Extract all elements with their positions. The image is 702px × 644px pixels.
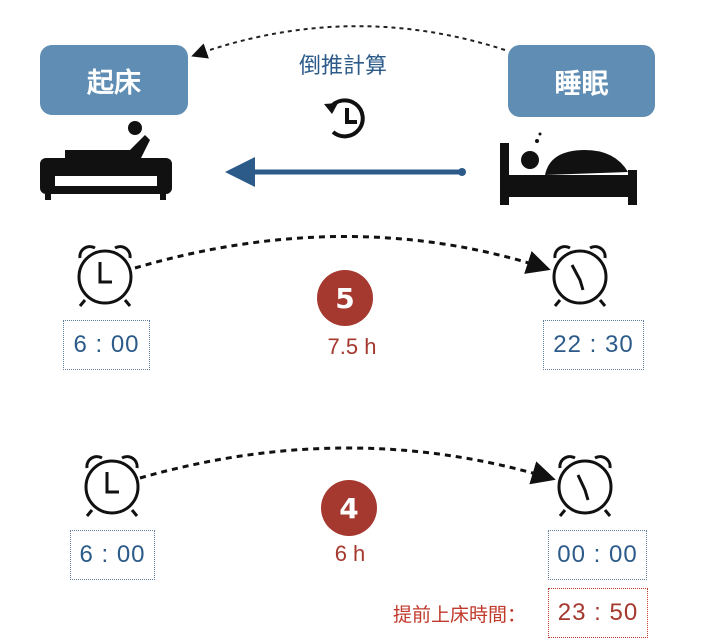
alarm-clock-icon: [84, 455, 140, 517]
back-calc-arrow: [191, 25, 506, 59]
row2-arrow: [139, 446, 556, 485]
early-bed-label: 提前上床時間：: [393, 604, 527, 626]
sleep-time-box: 22 : 30: [543, 320, 644, 370]
wake-time-box: 6 : 00: [70, 530, 155, 580]
alarm-clock-icon: [552, 245, 608, 307]
sofa-person-icon: [40, 121, 172, 200]
row1-arrow: [134, 235, 551, 274]
wake-tag: 起床: [40, 45, 188, 115]
sleep-time-box: 00 : 00: [548, 530, 647, 580]
duration-label: 6 h: [334, 541, 366, 566]
alarm-clock-icon: [557, 455, 613, 517]
history-icon: [324, 98, 365, 139]
early-bed-time-box: 23 : 50: [548, 588, 648, 638]
cycle-count-badge: 5: [317, 270, 373, 326]
cycle-count-badge: 4: [321, 480, 377, 536]
bed-sleeping-icon: [500, 132, 637, 205]
duration-label: 7.5 h: [327, 334, 377, 359]
back-calc-label: 倒推計算: [298, 54, 387, 79]
wake-time-box: 6 : 00: [63, 320, 150, 370]
alarm-clock-icon: [77, 245, 133, 307]
sleep-tag: 睡眠: [508, 45, 655, 117]
